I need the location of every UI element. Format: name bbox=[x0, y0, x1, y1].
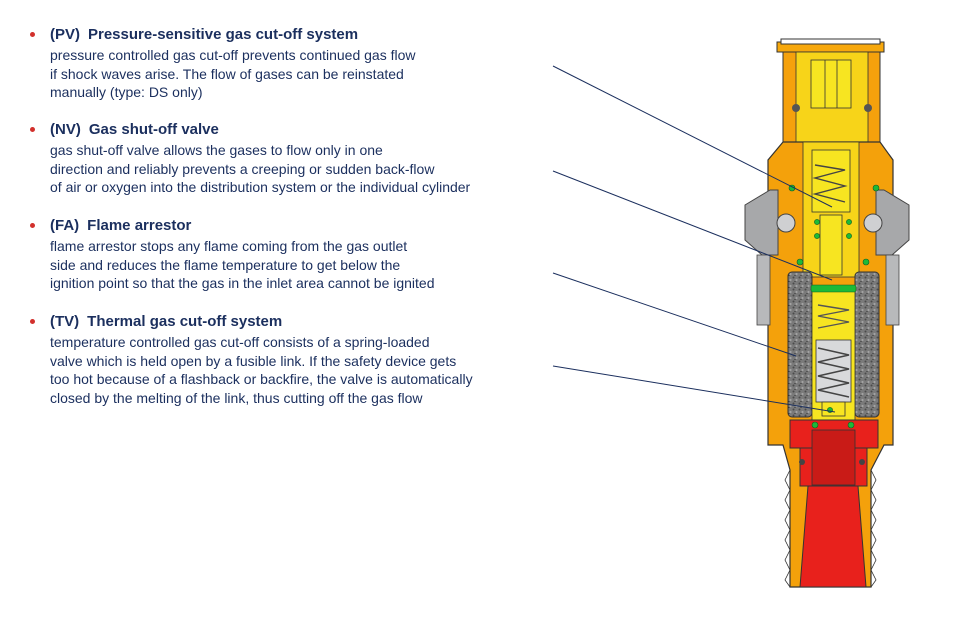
item-tv: (TV) Thermal gas cut-off system temperatu… bbox=[30, 313, 550, 407]
description-line: valve which is held open by a fusible li… bbox=[50, 352, 457, 369]
description-line: ignition point so that the gas in the in… bbox=[50, 275, 435, 291]
description-line: of air or oxygen into the distribution s… bbox=[50, 179, 471, 195]
bullet-icon bbox=[30, 32, 35, 37]
leader-lines bbox=[552, 65, 836, 413]
item-code: (FA) bbox=[50, 217, 80, 234]
description-line: side and reduces the flame temperature t… bbox=[50, 256, 401, 273]
bullet-icon bbox=[30, 223, 35, 228]
description-line: temperature controlled gas cut-off consi… bbox=[50, 334, 430, 350]
item-heading: (NV) Gas shut-off valve bbox=[30, 121, 550, 139]
spring-chamber bbox=[811, 289, 856, 421]
item-title: Gas shut-off valve bbox=[88, 121, 219, 138]
item-description: flame arrestor stops any flame coming fr… bbox=[30, 237, 550, 293]
description-line: flame arrestor stops any flame coming fr… bbox=[50, 238, 408, 254]
item-heading: (FA) Flame arrestor bbox=[30, 217, 550, 235]
item-code: (NV) bbox=[50, 121, 81, 138]
item-fa: (FA) Flame arrestor flame arrestor stops … bbox=[30, 217, 550, 293]
description-line: if shock waves arise. The flow of gases … bbox=[50, 65, 404, 82]
description-line: too hot because of a flashback or backfi… bbox=[50, 371, 473, 387]
green-seals bbox=[788, 184, 880, 429]
bullet-icon bbox=[30, 127, 35, 132]
top-cap bbox=[776, 38, 885, 53]
leader-line-fa bbox=[552, 272, 797, 357]
upper-neck bbox=[782, 51, 881, 143]
description-line: closed by the melting of the link, thus … bbox=[50, 389, 423, 406]
leader-line-nv bbox=[552, 170, 833, 281]
item-nv: (NV) Gas shut-off valve gas shut-off valv… bbox=[30, 121, 550, 197]
item-code: (TV) bbox=[50, 313, 80, 330]
description-line: direction and reliably prevents a creepi… bbox=[50, 160, 435, 177]
yellow-core bbox=[802, 141, 860, 278]
item-description: temperature controlled gas cut-off consi… bbox=[30, 333, 550, 407]
description-line: gas shut-off valve allows the gases to f… bbox=[50, 142, 383, 158]
item-heading: (PV) Pressure-sensitive gas cut-off syste… bbox=[30, 26, 550, 44]
description-line: pressure controlled gas cut-off prevents… bbox=[50, 47, 416, 63]
item-heading: (TV) Thermal gas cut-off system bbox=[30, 313, 550, 331]
leader-line-tv bbox=[552, 365, 836, 413]
item-pv: (PV) Pressure-sensitive gas cut-off syste… bbox=[30, 26, 550, 102]
item-description: pressure controlled gas cut-off prevents… bbox=[30, 46, 550, 102]
item-code: (PV) bbox=[50, 26, 80, 43]
item-title: Thermal gas cut-off system bbox=[87, 313, 283, 330]
item-description: gas shut-off valve allows the gases to f… bbox=[30, 141, 550, 197]
item-title: Pressure-sensitive gas cut-off system bbox=[88, 26, 359, 43]
bullet-icon bbox=[30, 319, 35, 324]
gray-clamp-ring bbox=[744, 189, 910, 326]
flame-arrestor-sinter bbox=[787, 271, 880, 418]
description-line: manually (type: DS only) bbox=[50, 84, 203, 100]
leader-line-pv bbox=[552, 65, 833, 208]
red-thermal-section bbox=[789, 419, 879, 588]
item-title: Flame arrestor bbox=[87, 217, 192, 234]
